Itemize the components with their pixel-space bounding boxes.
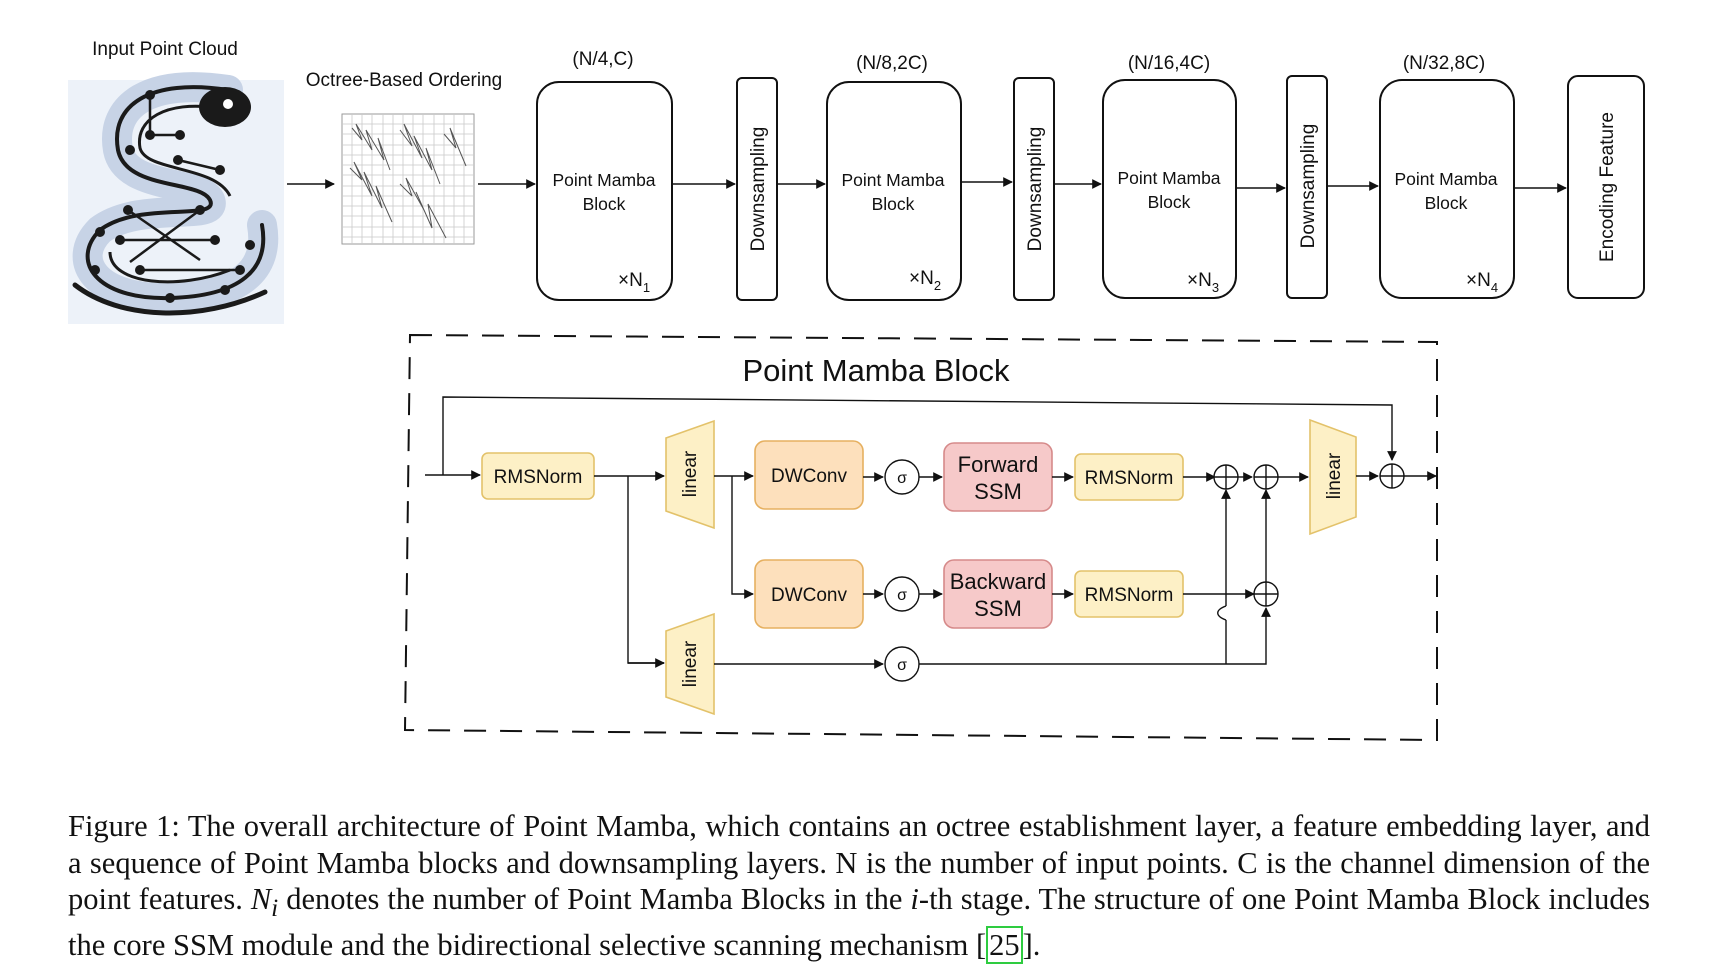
downsampling-1-label: Downsampling [748,127,769,252]
dwconv-backward-label: DWConv [771,585,848,606]
detail-dashed-frame [403,333,1438,742]
rmsnorm-input-label: RMSNorm [494,467,583,488]
sigma-backward-label: σ [897,587,907,604]
sigma-gate-label: σ [897,657,907,674]
stage4-block-line2: Block [1425,193,1468,213]
linear-top [665,419,715,530]
linear-bottom [665,612,715,716]
downsampling-2-label: Downsampling [1025,127,1046,252]
rmsnorm-backward-label: RMSNorm [1085,585,1174,606]
encoding-feature-label: Encoding Feature [1597,112,1618,262]
forward-ssm-line1: Forward [958,452,1039,477]
sum-node-output [1379,463,1405,489]
encoding-feature-box [1567,75,1645,299]
octree-label: Octree-Based Ordering [306,70,502,91]
stage2-block-line2: Block [872,194,915,214]
forward-ssm-line2: SSM [974,479,1022,504]
stage1-block [536,81,673,301]
linear-output-label: linear [1324,452,1345,499]
downsampling-2 [1013,77,1055,301]
dwconv-forward [754,440,864,510]
stage3-block-line2: Block [1148,192,1191,212]
sum-node-1 [1213,464,1239,490]
dwconv-forward-label: DWConv [771,466,848,487]
stage3-repeat: ×N3 [1187,270,1219,295]
stage4-dim-label: (N/32,8C) [1403,53,1485,74]
caption-mid: denotes the number of Point Mamba Blocks… [286,882,903,916]
stage2-repeat: ×N2 [909,268,941,293]
linear-top-label: linear [680,450,701,497]
stage1-block-line2: Block [583,194,626,214]
sum-node-3 [1253,581,1279,607]
sum-node-2 [1253,464,1279,490]
backward-ssm-line2: SSM [974,596,1022,621]
architecture-diagram: Input Point Cloud Octree-Based Ordering … [68,39,1645,742]
stage1-repeat: ×N1 [618,270,650,295]
stage2-block-line1: Point Mamba [841,170,944,190]
caption-i-var: i [910,882,919,916]
stage3-block-line1: Point Mamba [1117,168,1220,188]
octree-grid-image [341,113,475,245]
figure-caption: Figure 1: The overall architecture of Po… [68,808,1651,964]
caption-prefix: Figure 1: The overall architecture of Po… [68,809,1650,916]
stage3-dim-label: (N/16,4C) [1128,53,1210,74]
stage2-dim-label: (N/8,2C) [856,53,928,74]
stage1-dim-label: (N/4,C) [572,49,633,70]
stage2-block [826,81,962,301]
downsampling-3-label: Downsampling [1298,124,1319,249]
caption-end: ]. [1022,927,1041,962]
linear-bottom-label: linear [680,640,701,687]
stage4-block [1379,79,1515,299]
linear-output [1309,418,1357,536]
stage4-block-line1: Point Mamba [1394,169,1497,189]
backward-ssm-line1: Backward [950,569,1047,594]
stage3-block [1102,79,1237,299]
caption-ni-sub: i [271,894,279,923]
citation-link[interactable]: 25 [986,925,1023,964]
snake-point-cloud-image [68,72,284,324]
stage1-block-line1: Point Mamba [552,170,655,190]
stage4-repeat: ×N4 [1466,270,1498,295]
sigma-forward-label: σ [897,470,907,487]
rmsnorm-forward-label: RMSNorm [1085,468,1174,489]
caption-ni: N [250,882,272,916]
downsampling-3 [1286,75,1328,299]
downsampling-1 [736,77,778,301]
detail-title: Point Mamba Block [742,353,1010,388]
caption-rest: -th stage. The structure of one Point Ma… [68,882,1651,962]
input-label: Input Point Cloud [92,39,238,60]
